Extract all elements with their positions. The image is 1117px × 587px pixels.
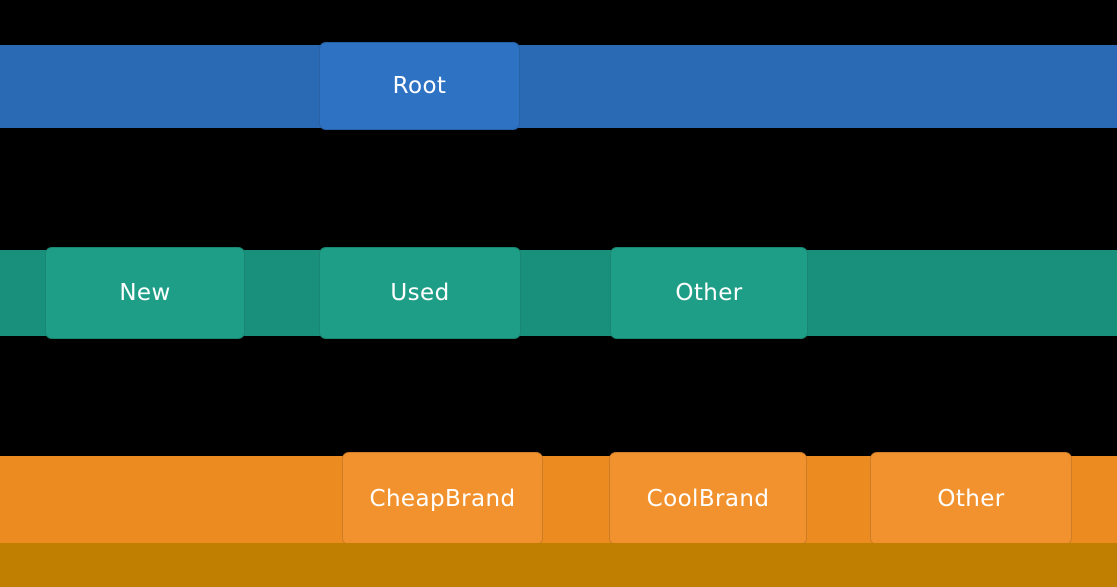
node-label: CheapBrand	[369, 485, 516, 512]
node-other-depth2[interactable]: Other	[870, 452, 1072, 545]
node-new-depth1[interactable]: New	[45, 247, 245, 339]
node-coolbrand-depth2[interactable]: CoolBrand	[609, 452, 807, 545]
node-label: Used	[390, 280, 450, 306]
level-root-base-bar	[0, 45, 1117, 128]
node-label: CoolBrand	[646, 485, 770, 512]
node-used-depth1[interactable]: Used	[319, 247, 521, 339]
node-root-depth0[interactable]: Root	[319, 42, 520, 130]
node-label: Other	[675, 280, 743, 306]
node-label: Other	[937, 485, 1005, 512]
level-4-truncated-bar	[0, 543, 1117, 587]
node-label: Root	[392, 73, 447, 99]
node-other-depth1[interactable]: Other	[610, 247, 808, 339]
node-label: New	[119, 280, 171, 306]
node-cheapbrand-depth2[interactable]: CheapBrand	[342, 452, 543, 545]
